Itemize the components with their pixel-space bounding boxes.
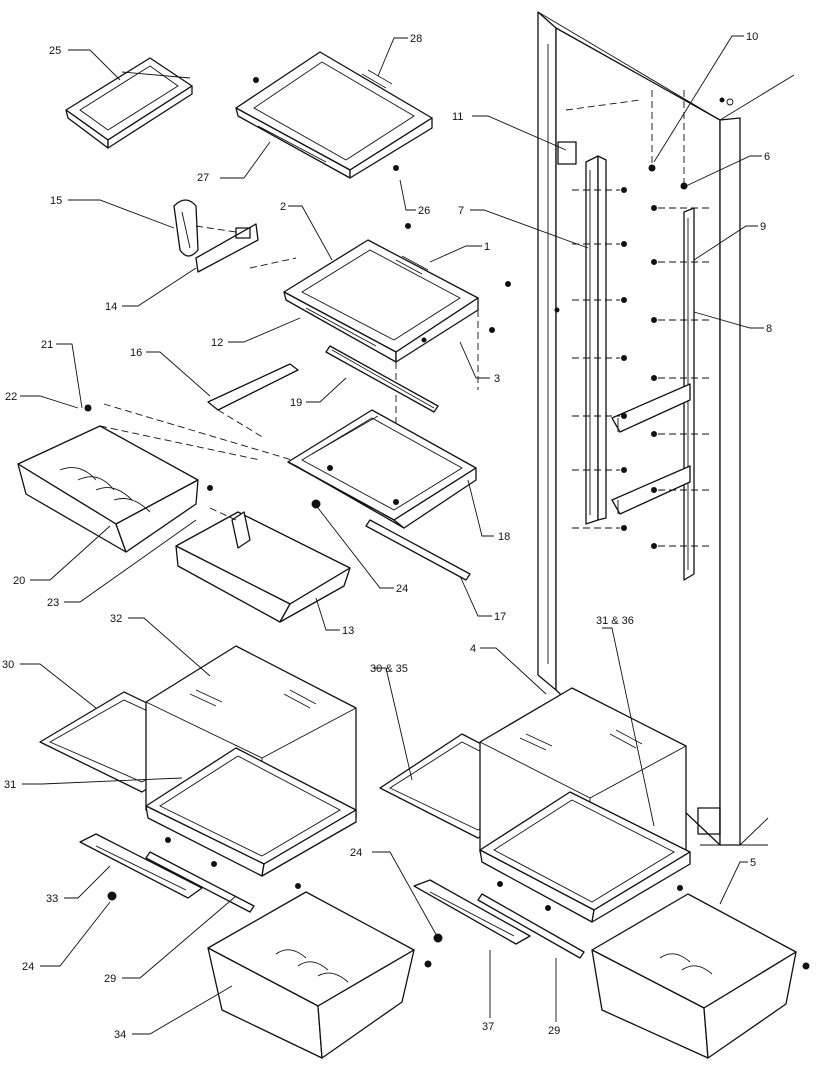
label-33: 33 xyxy=(46,893,58,905)
label-37: 37 xyxy=(482,1021,494,1033)
label-9: 9 xyxy=(760,221,766,233)
label-13: 13 xyxy=(342,625,354,637)
label-24-upper: 24 xyxy=(396,583,408,595)
crisper-drawer-left xyxy=(17,403,293,553)
label-12: 12 xyxy=(211,337,223,349)
label-18: 18 xyxy=(498,531,510,543)
label-7: 7 xyxy=(458,205,464,217)
label-22: 22 xyxy=(5,391,17,403)
label-24-left: 24 xyxy=(22,961,34,973)
label-16: 16 xyxy=(130,347,142,359)
liner-dash-lines xyxy=(565,90,710,547)
label-34: 34 xyxy=(114,1029,126,1041)
label-32: 32 xyxy=(110,613,122,625)
small-shelf xyxy=(65,57,193,149)
label-17: 17 xyxy=(494,611,506,623)
label-20: 20 xyxy=(13,575,25,587)
label-30: 30 xyxy=(2,659,14,671)
label-1: 1 xyxy=(484,241,490,253)
trim-strip-lower xyxy=(365,519,471,581)
label-6: 6 xyxy=(764,151,770,163)
label-2: 2 xyxy=(280,201,286,213)
label-11: 11 xyxy=(452,111,463,123)
crisper-frame-right xyxy=(479,791,691,923)
label-25: 25 xyxy=(49,45,61,57)
label-31-36: 31 & 36 xyxy=(596,615,634,627)
label-24-right: 24 xyxy=(350,847,362,859)
label-14: 14 xyxy=(105,301,117,313)
label-23: 23 xyxy=(47,597,59,609)
trim-strip xyxy=(325,345,439,413)
crisper-divider xyxy=(207,363,299,439)
crisper-drawer-bottom-left xyxy=(207,883,432,1059)
label-4: 4 xyxy=(470,643,476,655)
liner-screws xyxy=(621,164,688,549)
label-5: 5 xyxy=(750,857,756,869)
part-labels: 25 28 27 26 15 14 2 1 12 3 16 19 21 22 1… xyxy=(2,31,772,1041)
label-26: 26 xyxy=(418,205,430,217)
label-19: 19 xyxy=(290,397,302,409)
label-29-left: 29 xyxy=(104,973,116,985)
leader-lines xyxy=(20,35,764,1035)
crisper-frame-left xyxy=(145,747,357,877)
crisper-drawer-bottom-right xyxy=(591,885,810,1059)
crisper-front-right xyxy=(413,879,585,959)
label-10: 10 xyxy=(746,31,758,43)
meat-drawer xyxy=(175,507,351,623)
label-21: 21 xyxy=(41,339,53,351)
glass-shelf-top xyxy=(235,51,433,179)
label-30-35: 30 & 35 xyxy=(370,663,408,675)
label-8: 8 xyxy=(766,323,772,335)
label-15: 15 xyxy=(50,195,62,207)
crisper-front-left xyxy=(79,833,255,913)
label-28: 28 xyxy=(410,33,422,45)
glass-shelf-middle xyxy=(283,223,511,460)
label-31: 31 xyxy=(4,779,16,791)
dairy-bin xyxy=(173,199,297,273)
crisper-frame xyxy=(287,409,477,529)
label-29-right: 29 xyxy=(548,1025,560,1037)
shelf-rail-left xyxy=(557,141,607,525)
label-3: 3 xyxy=(494,373,500,385)
label-27: 27 xyxy=(197,172,209,184)
